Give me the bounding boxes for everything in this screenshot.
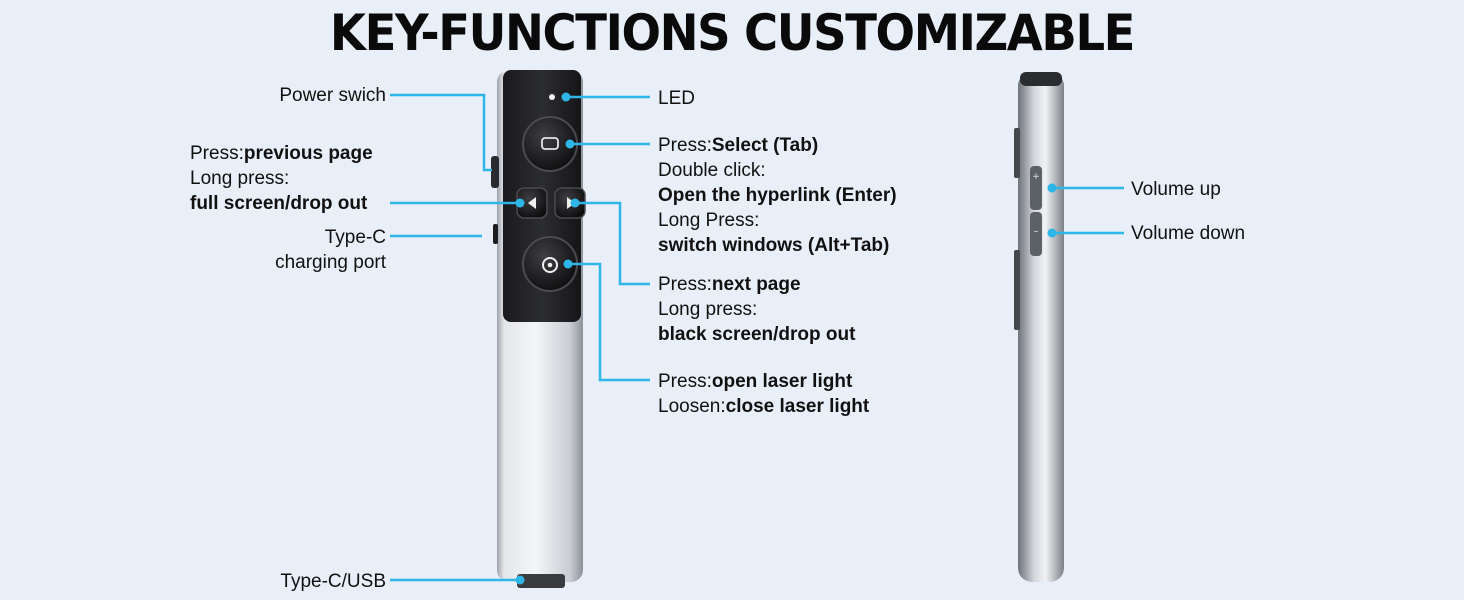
remote-side-body xyxy=(1018,72,1064,582)
type-c-port xyxy=(493,224,498,244)
previous-page-arrow-icon xyxy=(528,197,536,209)
laser-button-label: Press:open laser light Loosen:close lase… xyxy=(658,371,870,417)
volume-up-button[interactable] xyxy=(1030,166,1042,210)
remote-side-top xyxy=(1020,72,1062,86)
plus-icon: + xyxy=(1032,172,1040,182)
volume-down-button[interactable] xyxy=(1030,212,1042,256)
led-indicator-icon xyxy=(549,94,555,100)
laser-button-icon xyxy=(542,257,558,273)
type-c-port-label: Type-C charging port xyxy=(275,227,386,273)
next-page-label: Press:next page Long press: black screen… xyxy=(658,274,856,345)
power-switch xyxy=(491,156,499,188)
type-c-usb-label: Type-C/USB xyxy=(280,571,386,592)
led-label: LED xyxy=(658,88,695,109)
minus-icon: – xyxy=(1034,226,1039,237)
volume-down-label: Volume down xyxy=(1131,223,1246,244)
volume-up-label: Volume up xyxy=(1131,179,1221,200)
select-button-icon xyxy=(541,137,559,150)
previous-page-label: Press:previous page Long press: full scr… xyxy=(190,143,373,214)
power-switch-label: Power swich xyxy=(279,85,386,106)
select-button-label: Press:Select (Tab) Double click: Open th… xyxy=(658,135,897,256)
page-title: KEY-FUNCTIONS CUSTOMIZABLE xyxy=(329,4,1136,62)
remote-bottom-cap xyxy=(517,574,565,588)
